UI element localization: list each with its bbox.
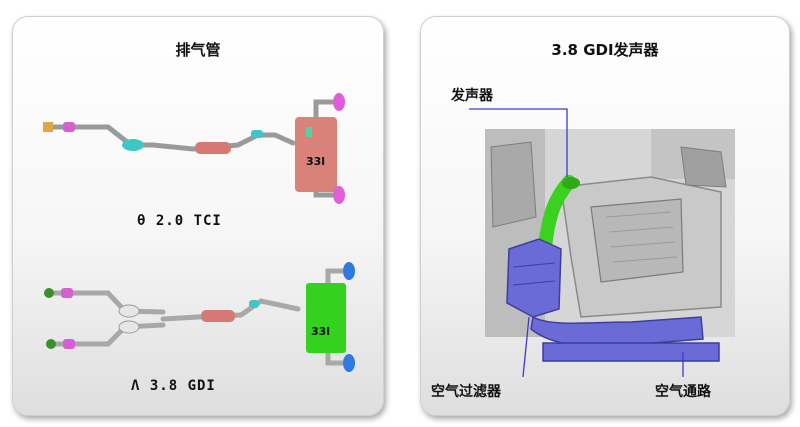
- exhaust-pipe-title: 排气管: [175, 41, 221, 59]
- sound-generator-callout: 发声器: [451, 88, 493, 104]
- pipe2-flange-top: [44, 288, 54, 298]
- pipe-3-8-gdi: [44, 262, 355, 372]
- sound-generator-panel: 3.8 GDI发声器 发声器 空气过滤器 空气通路: [420, 16, 790, 416]
- pipe2-muffler: [306, 283, 346, 353]
- air-filter-leader: [522, 316, 530, 378]
- air-filter-box: [506, 238, 562, 318]
- air-passage-plate: [542, 342, 720, 362]
- pipe2-flange-bottom: [46, 339, 56, 349]
- air-passage-callout: 空气通路: [655, 384, 711, 400]
- pipe1-caption: θ 2.0 TCI: [137, 213, 222, 229]
- pipe1-flange: [43, 122, 53, 132]
- pipe1-hanger: [63, 122, 75, 132]
- exhaust-pipes-drawing: 33l 33l: [43, 93, 355, 372]
- pipe2-resonator: [201, 310, 235, 322]
- pipe2-muffler-label: 33l: [311, 325, 330, 338]
- exhaust-pipe-panel: 排气管: [12, 16, 384, 416]
- sound-generator-title: 3.8 GDI发声器: [551, 41, 659, 59]
- pipe2-caption: Λ 3.8 GDI: [131, 378, 216, 394]
- pipe1-muffler-label: 33l: [306, 155, 325, 168]
- air-passage-duct: [530, 315, 704, 348]
- pipe2-tip-bottom: [343, 354, 355, 372]
- sound-generator-leader: [469, 108, 568, 177]
- pipe1-tip-top: [333, 93, 345, 111]
- pipe1-muffler: [295, 117, 337, 192]
- pipe1-catalyst: [122, 139, 144, 151]
- pipe-2-0-tci: [43, 93, 345, 204]
- pipe1-resonator: [195, 142, 231, 154]
- pipe1-tip-bottom: [333, 186, 345, 204]
- pipe2-tip-top: [343, 262, 355, 280]
- air-filter-callout: 空气过滤器: [431, 384, 501, 400]
- engine-bay-drawing: [469, 108, 735, 378]
